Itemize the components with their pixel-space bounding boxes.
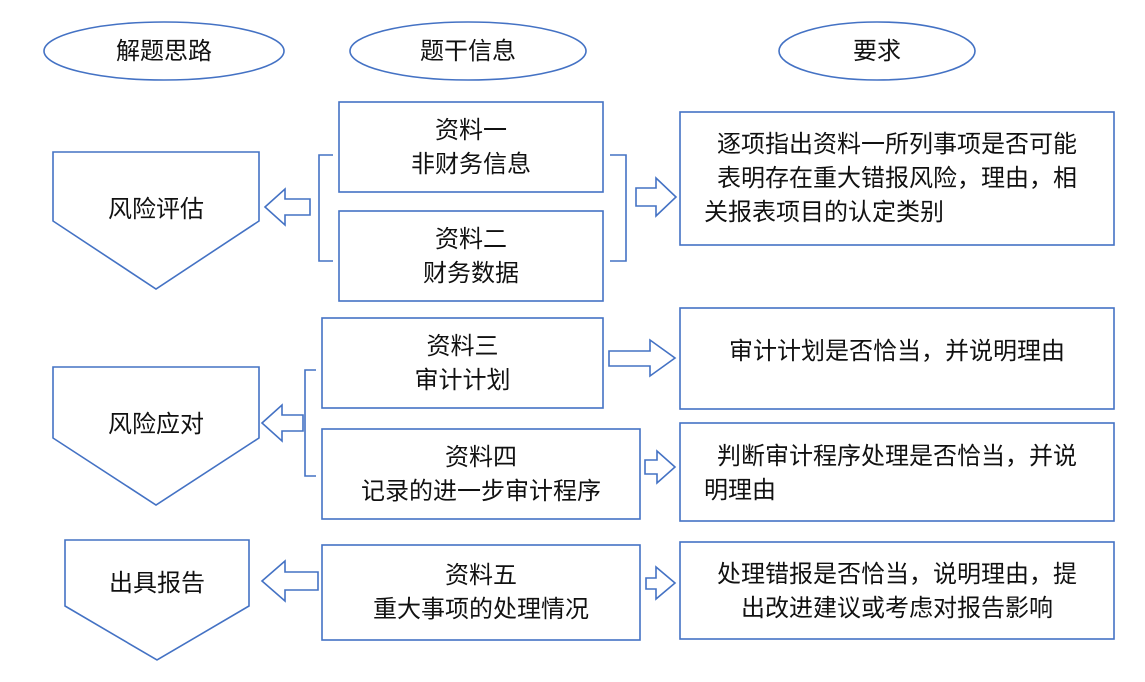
requirement-4-line-2: 出改进建议或考虑对报告影响 bbox=[741, 594, 1053, 622]
material-5-box bbox=[321, 544, 641, 641]
material-3-title: 资料三 bbox=[426, 332, 499, 360]
header-info-label: 题干信息 bbox=[420, 37, 516, 65]
requirement-4-text: 处理错报是否恰当，说明理由，提 出改进建议或考虑对报告影响 bbox=[680, 556, 1114, 626]
bracket-left-1 bbox=[318, 154, 333, 262]
bracket-right-1 bbox=[610, 154, 627, 262]
requirement-4-line-1: 处理错报是否恰当，说明理由，提 bbox=[717, 560, 1077, 588]
requirement-1-line-3: 关报表项目的认定类别 bbox=[704, 198, 944, 226]
requirement-2-text: 审计计划是否恰当，并说明理由 bbox=[729, 337, 1065, 365]
requirement-1-box bbox=[679, 111, 1115, 246]
header-requirement-label: 要求 bbox=[853, 37, 901, 65]
material-5-text: 资料五 重大事项的处理情况 bbox=[322, 557, 640, 627]
requirement-1-line-2: 表明存在重大错报风险，理由，相 bbox=[717, 164, 1077, 192]
phase-risk-response-label: 风险应对 bbox=[108, 410, 204, 438]
header-info-ellipse bbox=[349, 21, 587, 81]
material-5-subtitle: 重大事项的处理情况 bbox=[373, 595, 589, 623]
requirement-4-box bbox=[679, 541, 1115, 640]
header-approach-ellipse bbox=[43, 21, 285, 81]
phase-reporting-label: 出具报告 bbox=[109, 569, 205, 597]
phase-risk-assessment-shape bbox=[52, 151, 260, 290]
requirement-3-box bbox=[679, 422, 1115, 522]
arrow-left-assessment bbox=[263, 187, 311, 227]
material-3-text: 资料三 审计计划 bbox=[322, 328, 603, 398]
phase-risk-response-shape bbox=[52, 366, 260, 506]
arrow-left-response bbox=[260, 403, 304, 443]
requirement-2-box bbox=[679, 307, 1115, 410]
phase-risk-assessment-label: 风险评估 bbox=[108, 195, 204, 223]
header-approach-label: 解题思路 bbox=[116, 37, 212, 65]
material-1-title: 资料一 bbox=[435, 116, 507, 144]
material-2-subtitle: 财务数据 bbox=[423, 259, 519, 287]
material-2-title: 资料二 bbox=[435, 225, 507, 253]
material-3-box bbox=[321, 317, 604, 409]
requirement-1-text: 逐项指出资料一所列事项是否可能 表明存在重大错报风险，理由，相 关报表项目的认定… bbox=[680, 126, 1114, 230]
material-4-text: 资料四 记录的进一步审计程序 bbox=[322, 439, 640, 509]
requirement-3-line-2: 明理由 bbox=[704, 476, 776, 504]
material-3-subtitle: 审计计划 bbox=[414, 366, 511, 394]
arrow-right-3 bbox=[644, 449, 677, 485]
material-1-text: 资料一 非财务信息 bbox=[339, 112, 603, 182]
arrow-left-reporting bbox=[260, 559, 319, 603]
arrow-right-4 bbox=[645, 565, 677, 601]
material-1-box bbox=[338, 101, 604, 193]
material-2-box bbox=[338, 210, 604, 302]
header-requirement-ellipse bbox=[778, 21, 976, 81]
requirement-3-text: 判断审计程序处理是否恰当，并说 明理由 bbox=[680, 438, 1114, 508]
material-4-box bbox=[321, 428, 641, 520]
material-1-subtitle: 非财务信息 bbox=[411, 150, 531, 178]
arrow-right-2 bbox=[608, 338, 677, 378]
requirement-3-line-1: 判断审计程序处理是否恰当，并说 bbox=[717, 442, 1077, 470]
phase-reporting-shape bbox=[64, 539, 250, 661]
material-4-subtitle: 记录的进一步审计程序 bbox=[361, 477, 601, 505]
material-5-title: 资料五 bbox=[445, 561, 517, 589]
bracket-left-2 bbox=[304, 369, 316, 477]
requirement-1-line-1: 逐项指出资料一所列事项是否可能 bbox=[717, 130, 1077, 158]
arrow-right-1 bbox=[635, 176, 678, 218]
material-2-text: 资料二 财务数据 bbox=[339, 221, 603, 291]
material-4-title: 资料四 bbox=[445, 443, 517, 471]
